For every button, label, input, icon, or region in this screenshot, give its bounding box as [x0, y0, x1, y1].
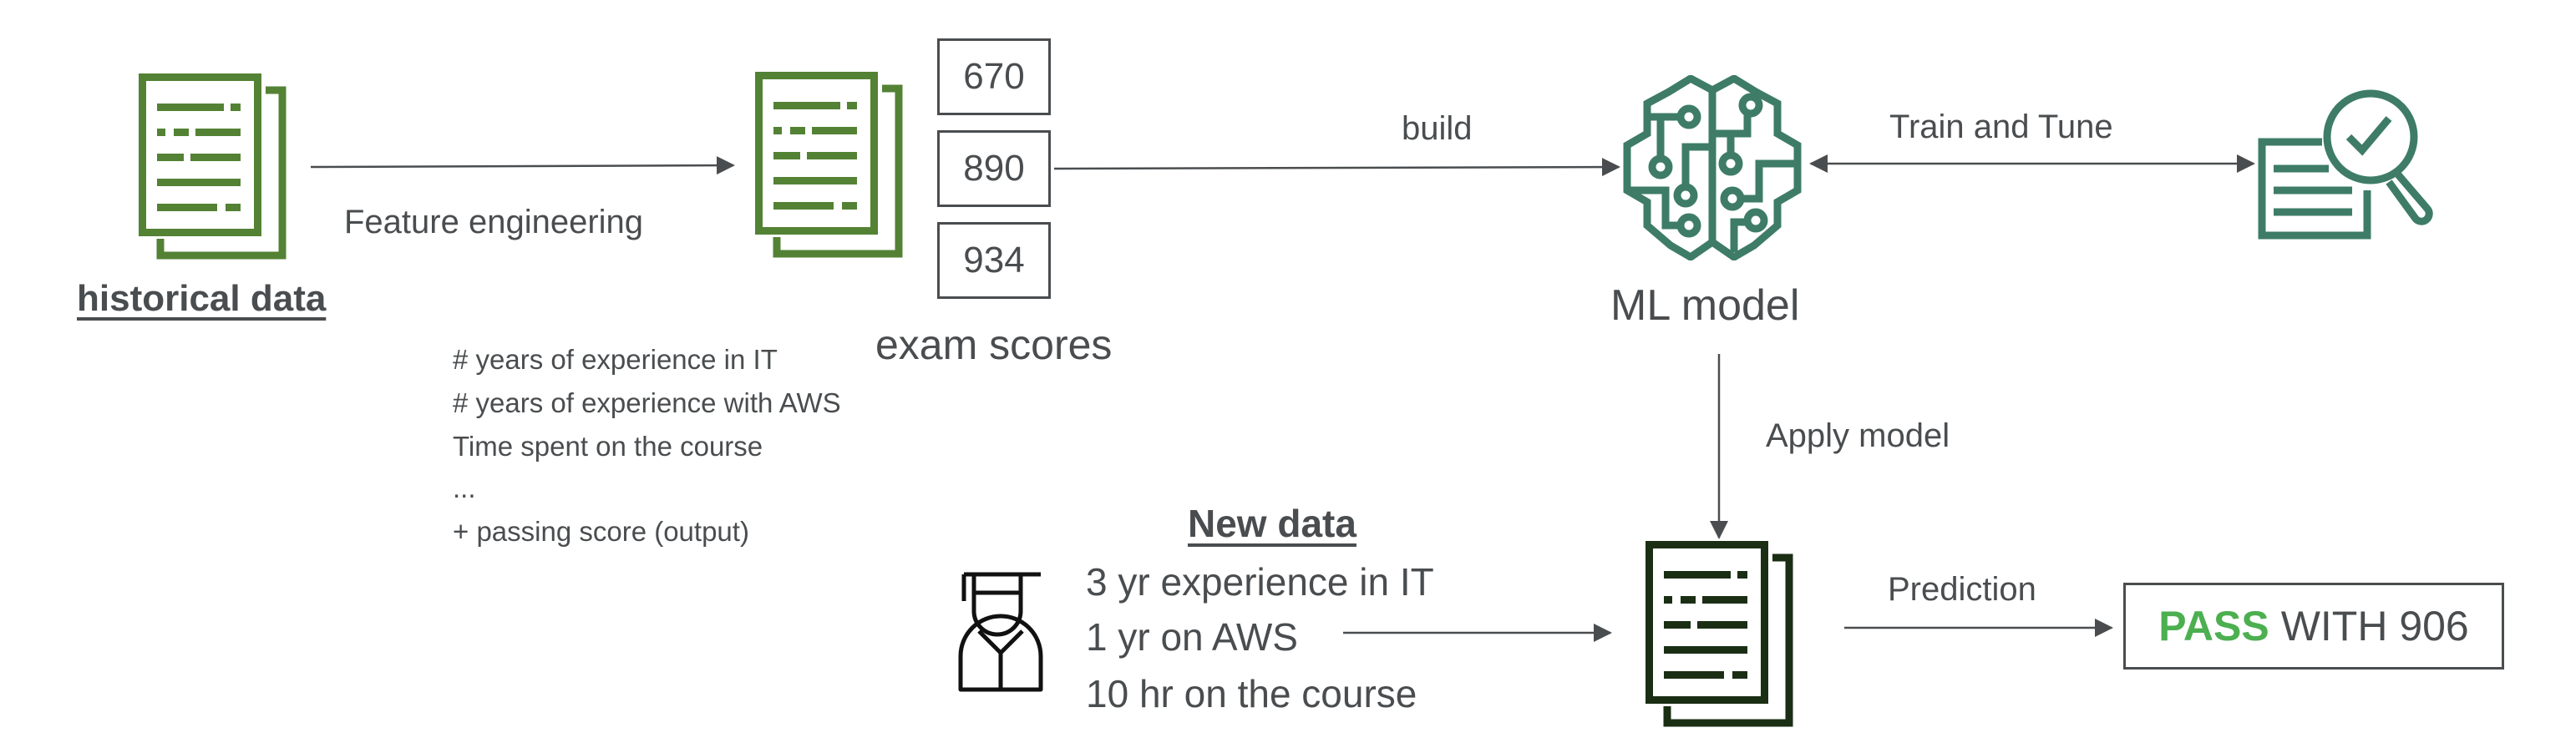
prediction-document-icon	[1645, 541, 1793, 727]
train-and-tune-label: Train and Tune	[1889, 109, 2113, 145]
arrow-build	[1053, 158, 1620, 177]
document-magnifier-check-icon	[2258, 89, 2433, 240]
new-data-item: 10 hr on the course	[1086, 672, 1417, 715]
feature-item: # years of experience with AWS	[453, 387, 841, 418]
pass-status: PASS	[2158, 603, 2269, 649]
build-label: build	[1402, 110, 1473, 147]
feature-item: Time spent on the course	[453, 431, 763, 462]
exam-scores-label: exam scores	[875, 321, 1113, 368]
graduate-student-icon	[958, 572, 1043, 692]
feature-item: # years of experience in IT	[453, 344, 778, 375]
exam-score-box: 934	[937, 222, 1051, 299]
feature-item: ...	[453, 473, 476, 503]
new-data-item: 3 yr experience in IT	[1086, 560, 1434, 604]
brain-circuit-icon	[1623, 75, 1802, 260]
pass-score-text: WITH 906	[2280, 603, 2469, 649]
arrow-feature-engineering	[310, 156, 735, 175]
apply-model-label: Apply model	[1766, 417, 1950, 454]
historical-data-document-icon	[139, 73, 287, 260]
feature-engineering-label: Feature engineering	[344, 204, 644, 240]
ml-model-label: ML model	[1610, 281, 1800, 330]
new-data-item: 1 yr on AWS	[1086, 615, 1298, 659]
prediction-result-box: PASS WITH 906	[2123, 583, 2504, 670]
features-document-icon	[755, 72, 903, 258]
exam-score-box: 670	[937, 38, 1051, 115]
feature-item: + passing score (output)	[453, 516, 749, 547]
exam-score-box: 890	[937, 130, 1051, 207]
historical-data-label: historical data	[77, 278, 327, 319]
new-data-title: New data	[1188, 502, 1356, 545]
prediction-label: Prediction	[1888, 571, 2036, 608]
